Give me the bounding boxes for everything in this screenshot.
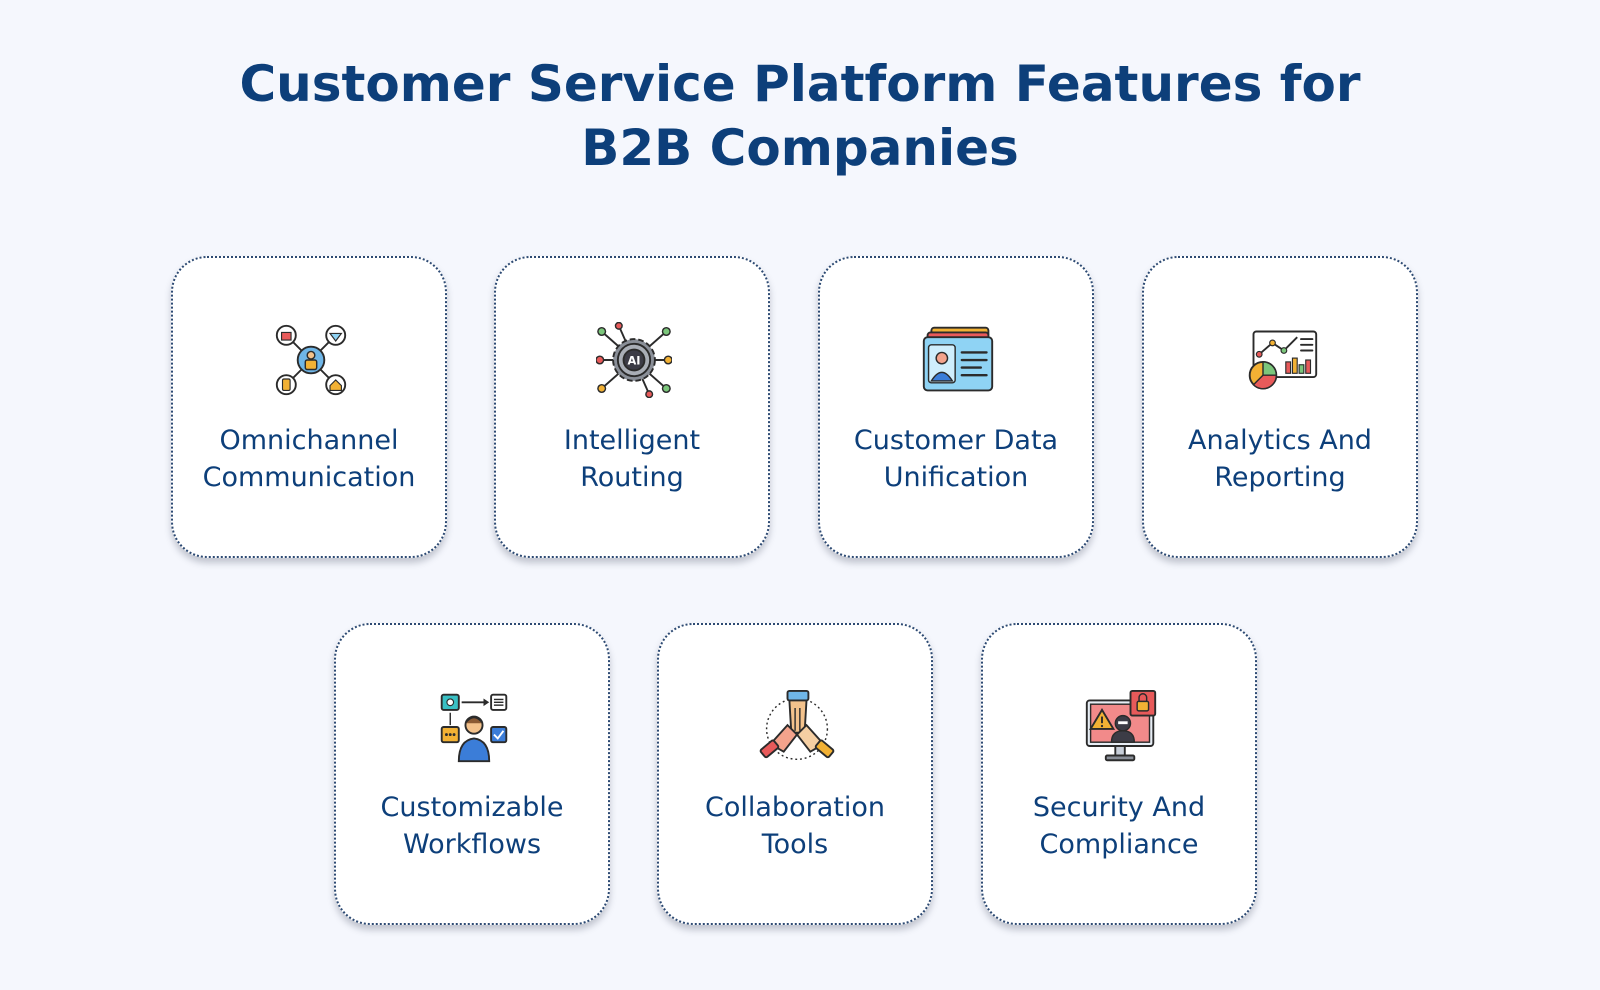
ai-gear-icon-text: AI [627, 353, 640, 367]
feature-card-label-line2: Tools [761, 829, 829, 860]
feature-card-label: Analytics And Reporting [1150, 422, 1410, 496]
page-title-line1: Customer Service Platform Features for [239, 55, 1361, 113]
feature-card-label: Omnichannel Communication [179, 422, 439, 496]
profile-card-icon [920, 322, 996, 398]
security-monitor-icon [1083, 689, 1159, 765]
page-title: Customer Service Platform Features for B… [0, 52, 1600, 180]
analytics-dashboard-icon [1244, 322, 1320, 398]
feature-card-label-line2: Reporting [1214, 462, 1346, 493]
team-hands-icon [759, 689, 835, 765]
feature-card-label-line2: Compliance [1039, 829, 1199, 860]
feature-card-label: Customizable Workflows [342, 789, 602, 863]
feature-card-label-line1: Security And [1032, 792, 1206, 823]
feature-card-label-line1: Intelligent [563, 425, 701, 456]
feature-card-label-line2: Routing [580, 462, 684, 493]
feature-card-label-line2: Workflows [402, 829, 542, 860]
omnichannel-network-icon [273, 322, 349, 398]
feature-card-label: Security And Compliance [989, 789, 1249, 863]
feature-card-label-line2: Unification [883, 462, 1029, 493]
feature-card-label-line1: Omnichannel [219, 425, 399, 456]
feature-card-label-line2: Communication [202, 462, 416, 493]
feature-card-workflows: Customizable Workflows [334, 623, 610, 925]
feature-card-omnichannel: Omnichannel Communication [171, 256, 447, 558]
feature-card-collaboration: Collaboration Tools [657, 623, 933, 925]
workflow-person-icon [436, 689, 512, 765]
feature-card-analytics: Analytics And Reporting [1142, 256, 1418, 558]
feature-card-customer-data: Customer Data Unification [818, 256, 1094, 558]
feature-card-intelligent-routing: AI Intelligent Routing [494, 256, 770, 558]
feature-card-label: Intelligent Routing [502, 422, 762, 496]
feature-card-label-line1: Customer Data [853, 425, 1059, 456]
feature-card-label-line1: Collaboration [705, 792, 885, 823]
page-title-line2: B2B Companies [581, 119, 1019, 177]
feature-card-label-line1: Analytics And [1188, 425, 1372, 456]
ai-gear-icon: AI [596, 322, 672, 398]
feature-card-security: Security And Compliance [981, 623, 1257, 925]
feature-card-label: Customer Data Unification [826, 422, 1086, 496]
feature-card-label-line1: Customizable [380, 792, 564, 823]
feature-card-label: Collaboration Tools [665, 789, 925, 863]
